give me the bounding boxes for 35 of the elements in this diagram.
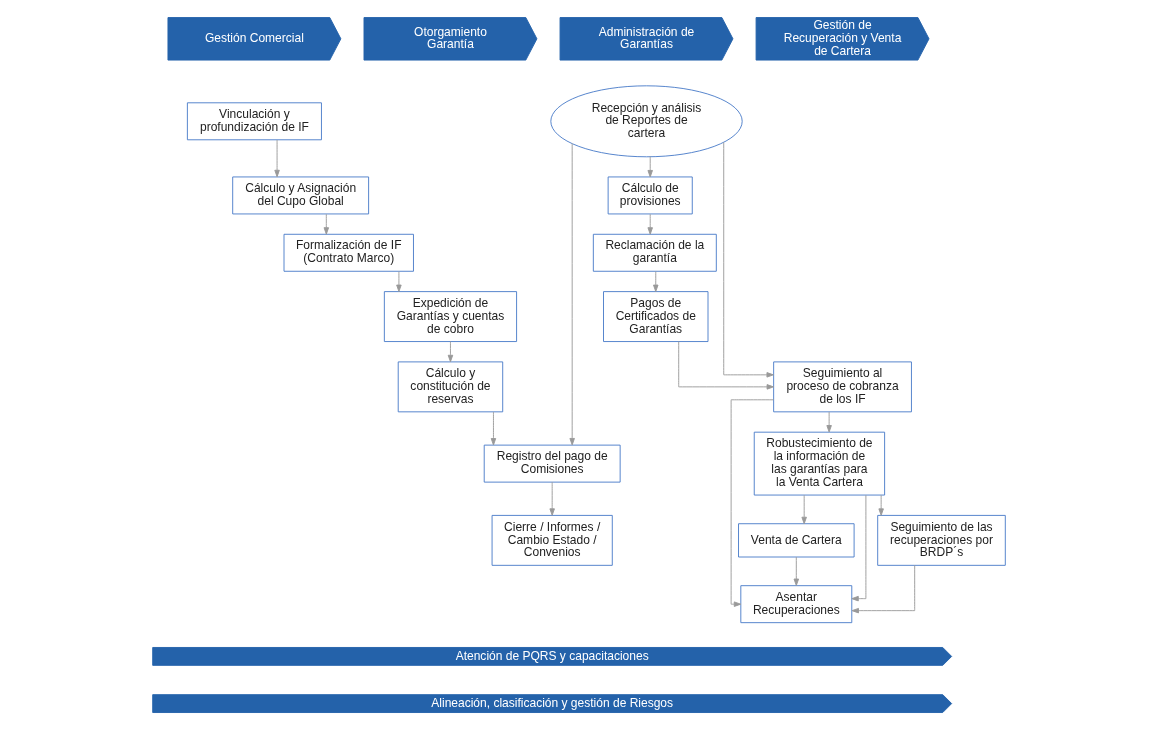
node-box: Cálculo y constitución de reservas — [397, 361, 503, 413]
arrow — [652, 271, 658, 292]
node-ellipse: Recepción y análisis de Reportes de cartera — [549, 85, 743, 158]
node-box: Asentar Recuperaciones — [739, 585, 852, 624]
arrow — [490, 411, 496, 446]
arrow — [800, 494, 807, 525]
node-box: Cálculo de provisiones — [607, 176, 693, 215]
node-box: Cierre / Informes / Cambio Estado / Convenios — [491, 514, 613, 566]
arrow — [273, 139, 280, 178]
arrow — [647, 156, 653, 178]
arrow — [447, 341, 453, 363]
arrow — [677, 341, 774, 390]
node-box: Expedición de Garantías y cuentas de cobro — [383, 291, 517, 342]
arrow — [851, 564, 915, 614]
node-box: Seguimiento al proceso de cobranza de los IF — [772, 361, 912, 413]
arrow — [323, 213, 329, 235]
arrow — [850, 494, 866, 602]
node-box: Venta de Cartera — [737, 523, 855, 558]
node-box: Seguimiento de las recuperaciones por BRDP´s — [876, 514, 1006, 566]
node-box: Registro del pago de Comisiones — [483, 444, 621, 483]
arrow — [730, 399, 774, 607]
arrow — [877, 494, 884, 516]
node-box: Pagos de Certificados de Garantías — [602, 291, 708, 342]
node-box: Robustecimiento de la información de las garantías para la Venta Cartera — [753, 431, 885, 496]
arrow — [722, 142, 774, 378]
arrow — [568, 143, 575, 446]
arrow — [647, 213, 653, 235]
arrow — [548, 481, 555, 516]
node-box: Reclamación de la garantía — [592, 233, 717, 272]
node-box: Cálculo y Asignación del Cupo Global — [231, 176, 369, 215]
node-box: Formalización de IF (Contrato Marco) — [283, 233, 414, 272]
arrow — [793, 556, 799, 586]
arrow — [395, 271, 402, 292]
arrow — [825, 411, 832, 433]
node-box: Vinculación y profundización de IF — [186, 102, 322, 141]
